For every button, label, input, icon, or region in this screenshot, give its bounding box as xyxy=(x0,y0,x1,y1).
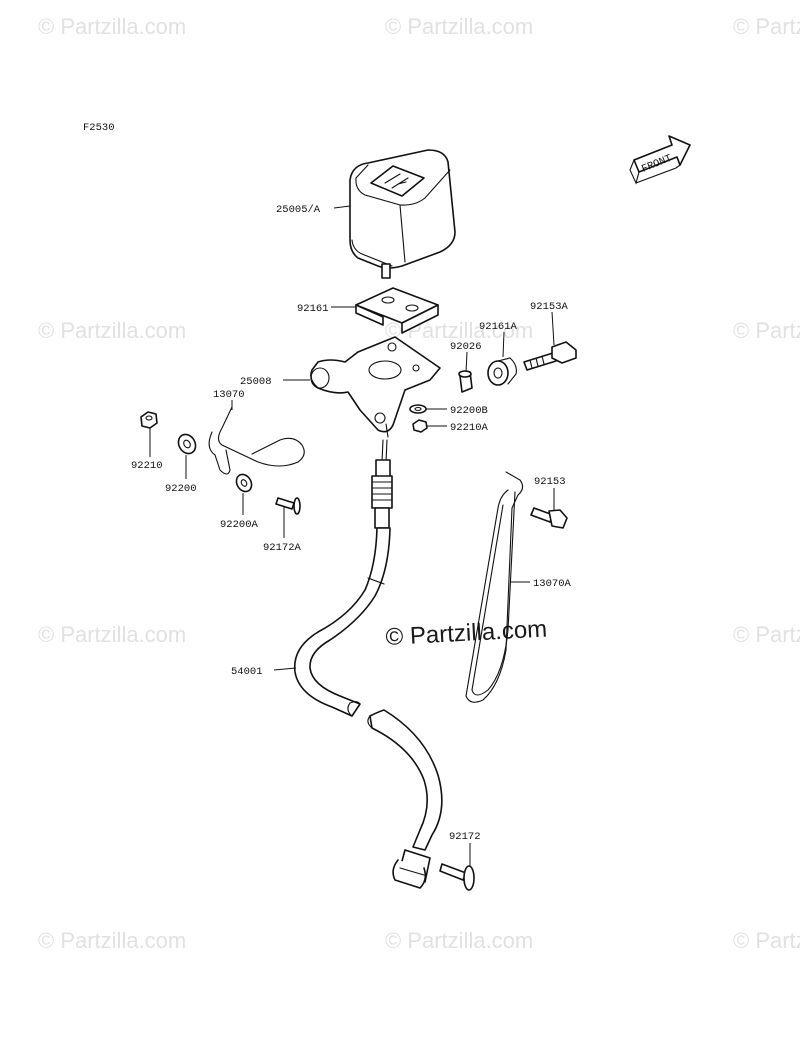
watermark: © Partzilla.com xyxy=(733,622,800,647)
speedometer-cable xyxy=(293,439,443,889)
part-label-92200a: 92200A xyxy=(220,519,259,531)
nut xyxy=(412,419,428,433)
watermark: © Partzilla.com xyxy=(385,928,533,953)
wire-clamp xyxy=(208,406,305,475)
screw xyxy=(439,863,475,891)
front-arrow-icon: FRONT xyxy=(629,135,691,185)
rubber-pad xyxy=(355,287,439,334)
leader-line xyxy=(502,331,505,358)
part-label-92026: 92026 xyxy=(450,341,482,353)
watermark: © Partzilla.com xyxy=(38,622,186,647)
part-label-92200b: 92200B xyxy=(450,405,488,417)
nut xyxy=(140,411,158,429)
watermark: © Partzilla.com xyxy=(38,318,186,343)
washer xyxy=(235,473,253,493)
part-label-13070: 13070 xyxy=(213,389,245,401)
figure-code: F2530 xyxy=(83,122,115,134)
part-label-54001: 54001 xyxy=(231,666,263,678)
bolt xyxy=(530,507,568,529)
part-label-92153: 92153 xyxy=(534,476,566,488)
watermark: © Partzilla.com xyxy=(733,318,800,343)
part-label-92210: 92210 xyxy=(131,460,163,472)
leader-line xyxy=(273,667,297,671)
washer xyxy=(177,433,197,455)
watermark: © Partzilla.com xyxy=(385,14,533,39)
washer-hole xyxy=(414,406,422,412)
part-label-92161: 92161 xyxy=(297,303,329,315)
part-label-92172: 92172 xyxy=(449,831,481,843)
part-label-25008: 25008 xyxy=(240,376,272,388)
watermark: © Partzilla.com xyxy=(733,928,800,953)
watermark-main: © Partzilla.com xyxy=(385,616,548,651)
relay-box xyxy=(349,149,456,279)
mounting-bracket xyxy=(310,336,441,438)
part-label-92161a: 92161A xyxy=(479,321,518,333)
part-label-92210a: 92210A xyxy=(450,422,489,434)
screw xyxy=(275,497,301,515)
watermark: © Partzilla.com xyxy=(733,14,800,39)
watermark: © Partzilla.com xyxy=(38,928,186,953)
cable-clamp xyxy=(465,471,524,703)
part-label-92172a: 92172A xyxy=(263,542,302,554)
part-label-92200: 92200 xyxy=(165,483,197,495)
washer xyxy=(409,404,427,414)
part-label-92153a: 92153A xyxy=(530,301,569,313)
grommet xyxy=(487,357,517,386)
part-label-13070a: 13070A xyxy=(533,578,572,590)
watermark: © Partzilla.com xyxy=(38,14,186,39)
leader-line xyxy=(551,311,555,346)
leader-line xyxy=(333,205,351,209)
watermark-grid: © Partzilla.com © Partzilla.com © Partzi… xyxy=(38,14,800,953)
part-label-25005a: 25005/A xyxy=(276,204,321,216)
leader-line xyxy=(465,351,468,373)
collar xyxy=(458,370,473,393)
bolt xyxy=(523,341,577,371)
